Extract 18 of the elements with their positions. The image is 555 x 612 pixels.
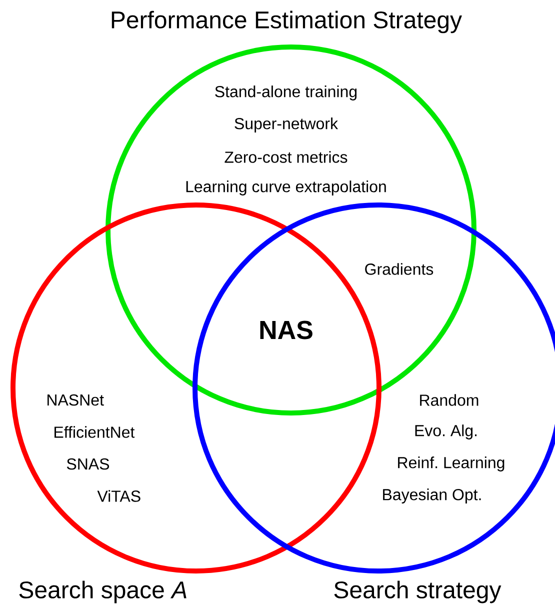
list-item: Learning curve extrapolation [186, 180, 386, 196]
list-item: SNAS [66, 458, 110, 470]
list-item: Stand-alone training [215, 86, 357, 100]
circle-heading: Search space A [19, 580, 186, 604]
list-item: Evo. Alg. [415, 424, 477, 440]
list-item: Reinf. Learning [398, 456, 504, 472]
list-item: Bayesian Opt. [383, 488, 481, 504]
list-item: EfficientNet [54, 426, 135, 438]
circle-heading: Search strategy [334, 580, 502, 604]
circle-heading: Performance Estimation Strategy [112, 10, 462, 34]
list-item: Super-network [234, 118, 338, 132]
list-item: ViTAS [97, 490, 140, 502]
venn-circle [106, 44, 476, 416]
list-item: Random [420, 394, 478, 406]
region-label: Gradients [365, 263, 434, 275]
list-item: Zero-cost metrics [224, 151, 348, 163]
list-item: NASNet [48, 394, 104, 406]
center-label: NAS [260, 320, 312, 340]
